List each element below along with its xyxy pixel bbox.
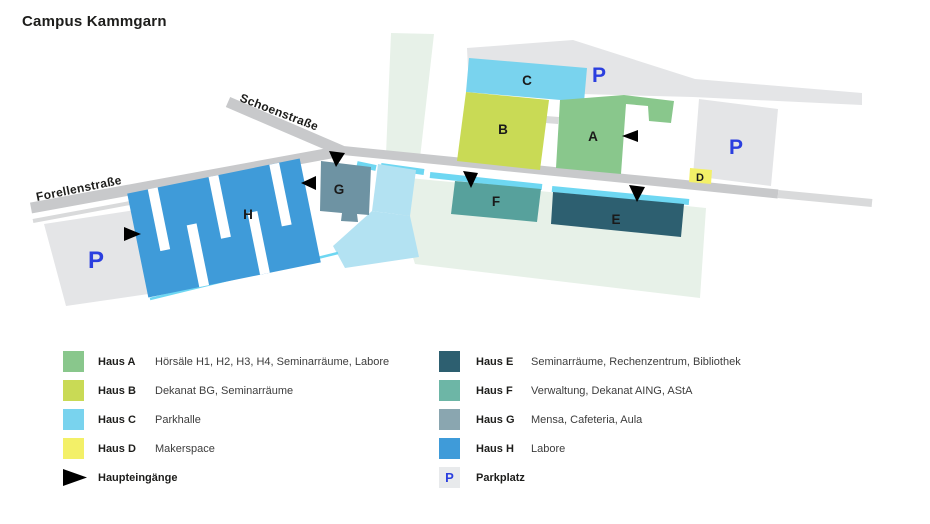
legend-row-haus-g: Haus G Mensa, Cafeteria, Aula [439, 409, 642, 430]
building-d [689, 168, 712, 184]
legend-name: Haupteingänge [98, 471, 178, 484]
building-h-label: H [243, 207, 253, 222]
entrance-marker [629, 185, 645, 202]
legend-description: Dekanat BG, Seminarräume [155, 384, 294, 397]
legend-name: Haus H [476, 442, 514, 455]
legend-name: Haus A [98, 355, 136, 368]
entrance-arrow-icon [63, 468, 87, 486]
entrance-marker [329, 151, 345, 167]
building-b [457, 92, 549, 170]
legend-row-haus-h: Haus H Labore [439, 438, 565, 459]
legend-row-haus-e: Haus E Seminarräume, Rechenzentrum, Bibl… [439, 351, 741, 372]
street-main-tail [777, 190, 873, 207]
legend-description: Mensa, Cafeteria, Aula [531, 413, 643, 426]
walkway-path [333, 211, 419, 268]
legend-description: Parkhalle [155, 413, 201, 426]
street-main [337, 145, 779, 199]
building-e-label: E [611, 212, 620, 227]
parking-p-north: P [592, 64, 606, 87]
legend-description: Labore [531, 442, 566, 455]
legend-row-parkplatz: P Parkplatz [439, 467, 525, 488]
haus-b-swatch [63, 380, 84, 401]
parking-p-letter: P [445, 470, 454, 485]
parking-p-east: P [729, 136, 743, 159]
building-c [466, 58, 587, 102]
legend-name: Haus G [476, 413, 515, 426]
parking-p-west: P [88, 247, 104, 274]
building-b-label: B [498, 122, 508, 137]
legend-description: Verwaltung, Dekanat AING, AStA [531, 384, 693, 397]
legend-name: Haus C [98, 413, 136, 426]
walkway-strip [356, 161, 377, 171]
building-e [551, 192, 684, 237]
building-g [320, 161, 371, 222]
legend-name: Haus E [476, 355, 514, 368]
green-area-courtyard [388, 176, 706, 298]
legend-description: Hörsäle H1, H2, H3, H4, Seminarräume, La… [155, 355, 390, 368]
building-c-label: C [522, 73, 532, 88]
building-g-label: G [334, 182, 345, 197]
sidewalk-strip [32, 201, 131, 223]
legend-row-haus-a: Haus A Hörsäle H1, H2, H3, H4, Seminarrä… [63, 351, 389, 372]
entrance-marker [622, 130, 638, 142]
haus-g-swatch [439, 409, 460, 430]
building-d-label: D [696, 172, 704, 184]
entrance-marker [463, 171, 478, 188]
haus-e-swatch [439, 351, 460, 372]
legend-row-haus-f: Haus F Verwaltung, Dekanat AING, AStA [439, 380, 692, 401]
street-schoenstrasse [225, 96, 345, 157]
building-f-label: F [492, 194, 500, 209]
green-area-north [386, 33, 434, 158]
page-title: Campus Kammgarn [22, 13, 167, 30]
legend-row-haus-b: Haus B Dekanat BG, Seminarräume [63, 380, 293, 401]
walkway-strip [551, 186, 690, 205]
building-a [556, 95, 674, 174]
legend-description: Makerspace [155, 442, 215, 455]
parkplatz-swatch: P [439, 467, 460, 488]
entrance-marker [301, 176, 316, 190]
building-f [451, 181, 541, 222]
walkway-strip [429, 172, 543, 190]
parking-area-east [693, 99, 778, 186]
entrance-marker [124, 227, 141, 241]
campus-map: A B C D E F G H P P P Schoenstraße Forel… [30, 33, 873, 306]
legend-row-entrances: Haupteingänge [63, 467, 177, 488]
legend-name: Parkplatz [476, 471, 525, 484]
building-h [127, 158, 321, 298]
haus-a-swatch [63, 351, 84, 372]
walkway-path [372, 164, 416, 216]
legend-name: Haus D [98, 442, 136, 455]
legend-row-haus-c: Haus C Parkhalle [63, 409, 201, 430]
legend-name: Haus F [476, 384, 513, 397]
haus-f-swatch [439, 380, 460, 401]
building-a-label: A [588, 129, 598, 144]
legend-row-haus-d: Haus D Makerspace [63, 438, 215, 459]
haus-h-swatch [439, 438, 460, 459]
legend-description: Seminarräume, Rechenzentrum, Bibliothek [531, 355, 741, 368]
haus-d-swatch [63, 438, 84, 459]
path-connector [545, 116, 559, 124]
haus-c-swatch [63, 409, 84, 430]
legend-name: Haus B [98, 384, 136, 397]
